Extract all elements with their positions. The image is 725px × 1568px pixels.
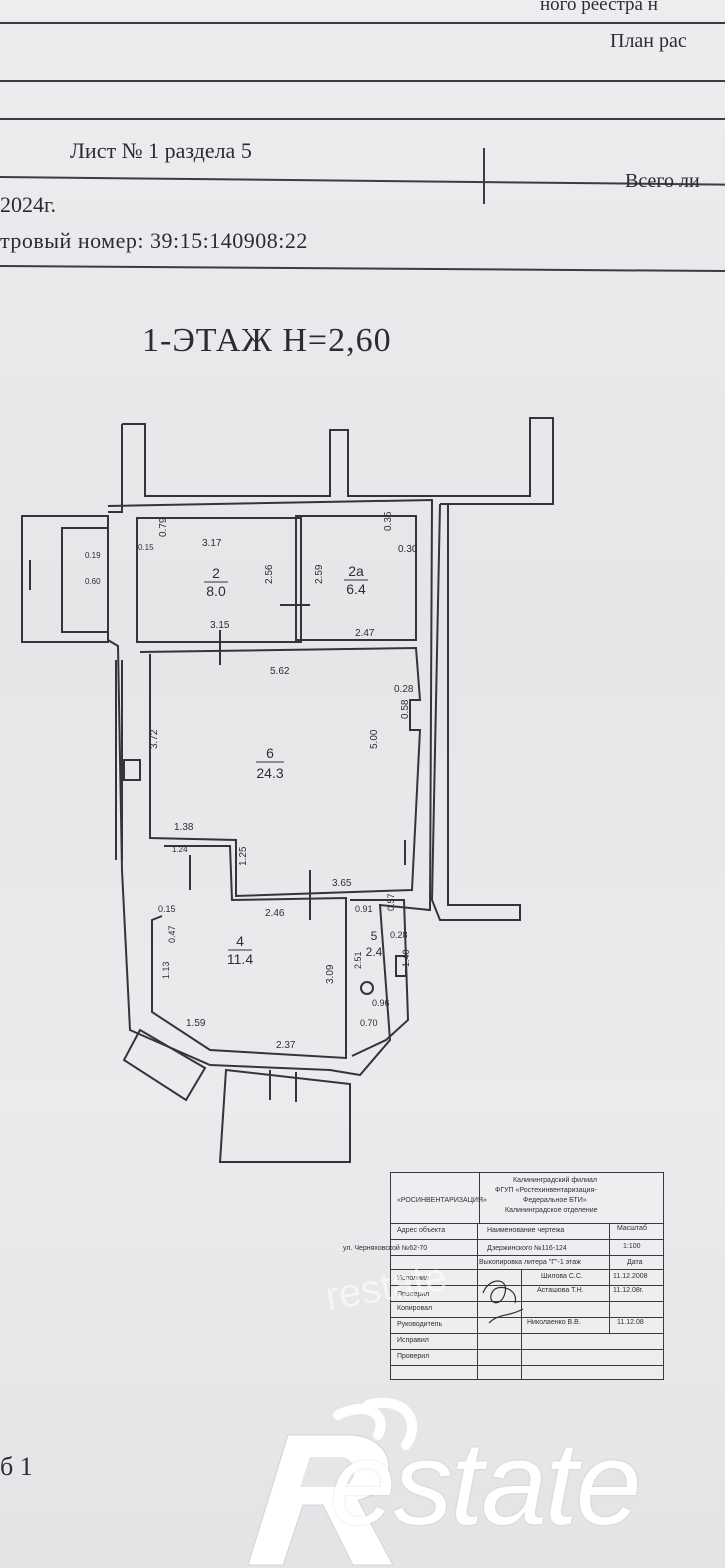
dim-0-15: 0.15	[138, 543, 154, 552]
room-2a-id: 2а	[348, 563, 364, 579]
header-rule-1	[0, 22, 725, 24]
stamp-org-3: Федеральное БТИ»	[523, 1197, 587, 1204]
stamp-col-date: Дата	[627, 1259, 643, 1266]
room-2a-area: 6.4	[346, 581, 366, 597]
wall-top-left	[122, 417, 554, 505]
cadastral-number: тровый номер: 39:15:140908:22	[0, 228, 308, 253]
stamp-role-6: Проверил	[397, 1353, 430, 1360]
entry-steps-right	[218, 1068, 351, 1163]
dim-3-72: 3.72	[149, 729, 160, 749]
wall-left-ext	[108, 424, 123, 513]
room-5-area: 2.4	[366, 945, 383, 959]
room-5-outline	[350, 899, 410, 1057]
dim-3-17: 3.17	[202, 538, 222, 549]
room-6-id: 6	[266, 745, 274, 761]
stamp-org-short: «РОСИНВЕНТАРИЗАЦИЯ»	[397, 1197, 487, 1204]
stamp-date-1: 11.12.2008	[613, 1273, 648, 1280]
room-4-id: 4	[236, 933, 244, 949]
dim-0-58: 0.58	[400, 699, 411, 719]
stamp-role-3: Копировал	[397, 1305, 433, 1312]
dim-0-19: 0.19	[85, 551, 101, 560]
entry-steps-left	[122, 1028, 207, 1102]
dim-0-28a: 0.28	[394, 684, 414, 695]
stamp-name-2: Асташова Т.Н.	[537, 1287, 584, 1294]
stamp-name-4: Николаенко В.В.	[527, 1319, 581, 1326]
room-2a-outline	[295, 515, 417, 641]
room-4-area: 11.4	[227, 951, 253, 967]
header-divider	[483, 148, 485, 204]
stamp-role-4: Руководитель	[397, 1321, 443, 1328]
date-fragment: 2024г.	[0, 192, 57, 217]
stamp-col-drawing: Наименование чертежа	[487, 1227, 565, 1234]
total-sheets-fragment: Всего ли	[625, 170, 700, 192]
dim-2-46: 2.46	[265, 908, 285, 919]
dim-0-28b: 0.28	[390, 930, 408, 940]
signature-scribble	[482, 1280, 524, 1324]
dim-2-51: 2.51	[353, 951, 363, 969]
header-rule-2	[0, 80, 725, 82]
dim-1-59: 1.59	[186, 1018, 206, 1029]
dim-3-15: 3.15	[210, 620, 230, 631]
stamp-date-2: 11.12.08г.	[613, 1287, 644, 1294]
stamp-role-5: Исправил	[397, 1337, 429, 1344]
registry-title-fragment: ного реестра н	[540, 0, 658, 15]
dim-3-09: 3.09	[325, 964, 336, 984]
room-6-area: 24.3	[256, 765, 283, 781]
dim-0-91: 0.91	[355, 904, 373, 914]
dim-1-38: 1.38	[174, 822, 194, 833]
dim-1-25: 1.25	[238, 846, 249, 866]
brand-wordmark: estate	[330, 1418, 641, 1550]
floor-title: 1-ЭТАЖ Н=2,60	[142, 322, 392, 359]
stamp-drawing-name: Дзержинского №116-124	[487, 1245, 567, 1252]
stamp-date-4: 11.12.08	[617, 1319, 644, 1326]
dim-0-15: 0.15	[158, 904, 176, 914]
dim-0-47: 0.47	[167, 925, 177, 943]
dim-0-35: 0.35	[383, 511, 394, 531]
stamp-col-object: Адрес объекта	[397, 1227, 446, 1234]
room-4-outline	[151, 845, 347, 1060]
dim-0-96: 0.96	[372, 998, 390, 1008]
title-block: «РОСИНВЕНТАРИЗАЦИЯ» Калининградский фили…	[343, 1172, 664, 1380]
dim-1-24: 1.24	[172, 845, 188, 854]
stamp-address: ул. Черняховской №62-70	[343, 1245, 428, 1252]
header-rule-3	[0, 118, 725, 120]
dim-2-37: 2.37	[276, 1040, 296, 1051]
stamp-scale-value: 1:100	[623, 1243, 641, 1250]
stamp-role-1: Исполнил	[397, 1275, 430, 1282]
restate-logo-icon	[247, 1397, 417, 1566]
dim-1-40: 1.40	[401, 949, 411, 967]
stamp-org-2: ФГУП «Ростехинвентаризация-	[495, 1187, 597, 1194]
room-5-id: 5	[371, 929, 378, 943]
dim-0-79: 0.79	[158, 517, 169, 537]
stamp-org-1: Калининградский филиал	[513, 1177, 597, 1184]
stamp-sheet-name: Выкопировка литера "Г"-1 этаж	[479, 1259, 581, 1266]
dim-0-30: 0.30	[398, 544, 418, 555]
room-2-area: 8.0	[206, 583, 226, 599]
stamp-role-2: Проверил	[397, 1291, 430, 1298]
dim-3-65: 3.65	[332, 878, 352, 889]
stamp-org-4: Калининградское отделение	[505, 1207, 598, 1214]
dim-5-00: 5.00	[369, 729, 380, 749]
room-6-outline	[139, 646, 422, 898]
dim-0-60: 0.60	[85, 577, 101, 586]
stamp-name-1: Шилова С.С.	[541, 1273, 583, 1280]
dim-2-47: 2.47	[355, 628, 375, 639]
dim-2-56: 2.56	[264, 564, 275, 584]
dim-0-70: 0.70	[360, 1018, 378, 1028]
dim-0-57: 0.57	[386, 893, 396, 911]
room-2-id: 2	[212, 565, 220, 581]
outer-wall	[107, 498, 434, 1077]
plan-title-fragment: План рас	[610, 30, 687, 52]
dim-1-13: 1.13	[161, 961, 171, 979]
page-number-fragment: б 1	[0, 1452, 33, 1481]
sheet-label: Лист № 1 раздела 5	[70, 138, 252, 163]
stamp-col-scale: Масштаб	[617, 1225, 647, 1232]
dim-5-62: 5.62	[270, 666, 290, 677]
dim-2-59: 2.59	[314, 564, 325, 584]
floor-plan: 3.17 0.79 0.15 2.56 2.59 0.35 0.30 3.15 …	[21, 417, 554, 1163]
